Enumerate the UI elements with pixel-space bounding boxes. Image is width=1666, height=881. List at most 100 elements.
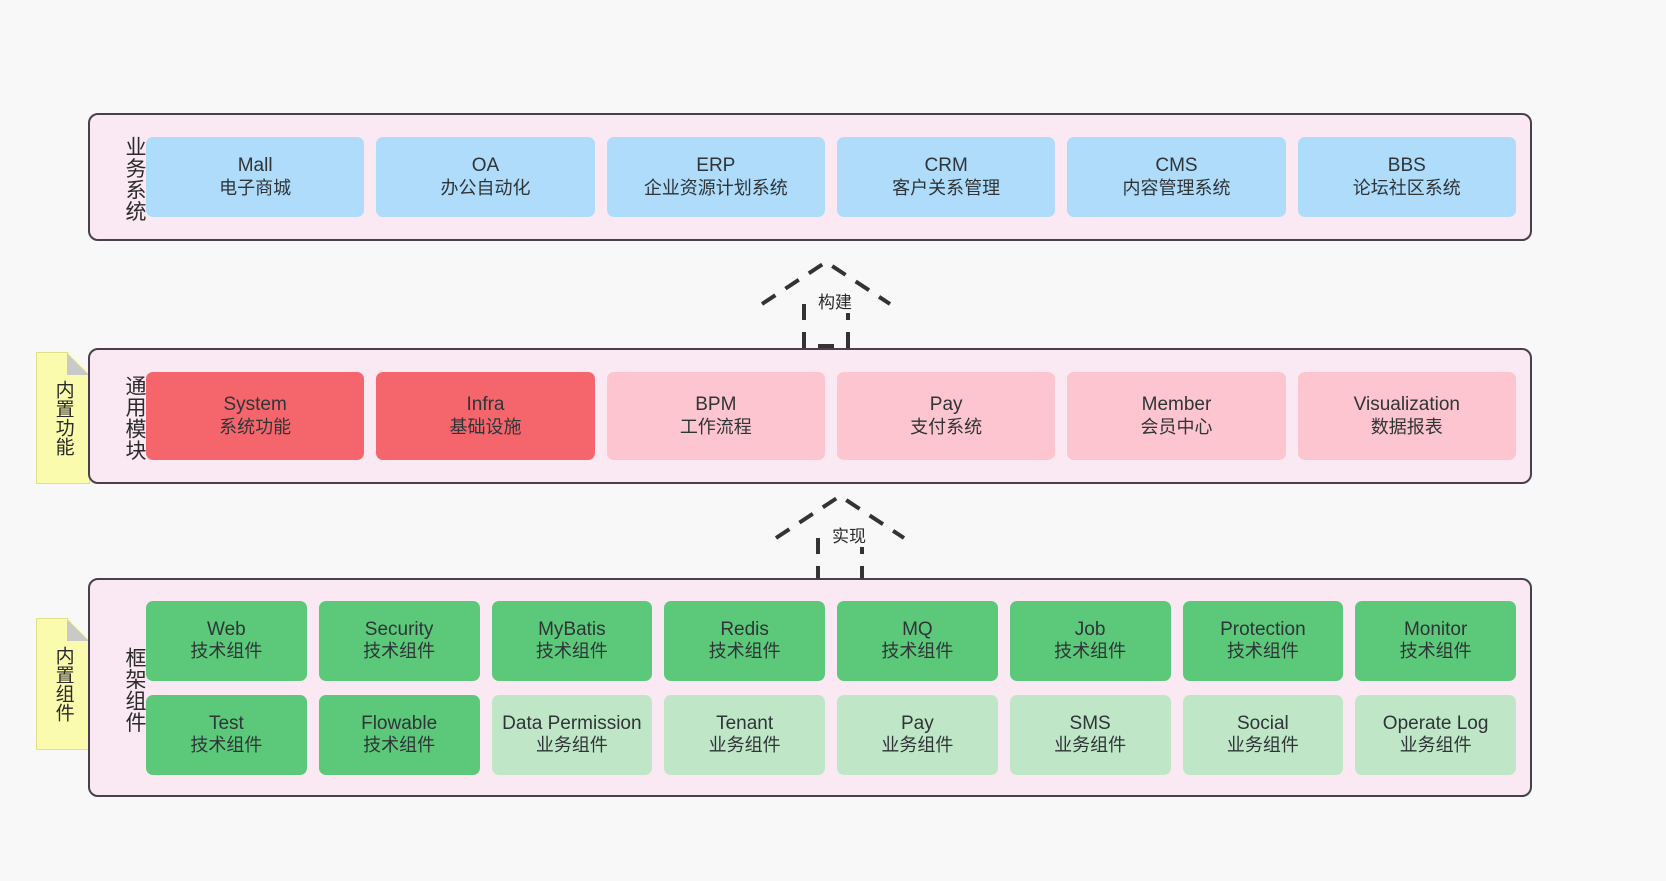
node-en-label: CRM bbox=[924, 155, 968, 177]
node-security[interactable]: Security 技术组件 bbox=[318, 600, 480, 681]
connector-implement: 实现 bbox=[772, 492, 952, 582]
node-tenant[interactable]: Tenant 业务组件 bbox=[664, 694, 825, 775]
node-cn-label: 支付系统 bbox=[910, 416, 983, 437]
node-cn-label: 办公自动化 bbox=[440, 177, 531, 198]
node-en-label: OA bbox=[471, 155, 500, 177]
layer-framework-component[interactable]: 框架组件 Web 技术组件 Security 技术组件 MyBatis 技术组件 bbox=[88, 578, 1532, 797]
node-en-label: SMS bbox=[1069, 712, 1111, 734]
node-cn-label: 技术组件 bbox=[708, 641, 781, 662]
node-social[interactable]: Social 业务组件 bbox=[1182, 694, 1344, 775]
connector-label-implement: 实现 bbox=[830, 522, 868, 547]
node-bbs[interactable]: BBS 论坛社区系统 bbox=[1297, 137, 1516, 217]
node-visualization[interactable]: Visualization 数据报表 bbox=[1297, 372, 1516, 460]
node-test[interactable]: Test 技术组件 bbox=[146, 694, 307, 775]
node-en-label: Security bbox=[364, 618, 434, 640]
note-label: 内置功能 bbox=[52, 380, 74, 456]
node-en-label: Protection bbox=[1220, 618, 1306, 640]
node-row: Mall 电子商城 OA 办公自动化 ERP 企业资源计划系统 CRM 客户关系… bbox=[146, 137, 1516, 217]
node-cn-label: 业务组件 bbox=[881, 735, 954, 756]
node-mq[interactable]: MQ 技术组件 bbox=[837, 600, 998, 681]
layer-title-common-module: 通用模块 bbox=[123, 375, 146, 461]
connector-build: 构建 bbox=[758, 258, 938, 348]
note-label: 内置组件 bbox=[52, 646, 74, 722]
node-cn-label: 技术组件 bbox=[881, 641, 954, 662]
layer-business-system[interactable]: 业务系统 Mall 电子商城 OA 办公自动化 ERP 企业资源计划系统 CRM… bbox=[88, 113, 1532, 241]
node-en-label: Operate Log bbox=[1382, 712, 1489, 734]
node-cn-label: 技术组件 bbox=[535, 641, 608, 662]
layer-common-module[interactable]: 通用模块 System 系统功能 Infra 基础设施 BPM 工作流程 Pay… bbox=[88, 348, 1532, 484]
layer-body-framework-component: Web 技术组件 Security 技术组件 MyBatis 技术组件 Redi… bbox=[146, 580, 1530, 795]
node-en-label: Test bbox=[208, 712, 244, 734]
node-pay-component[interactable]: Pay 业务组件 bbox=[837, 694, 998, 775]
node-mall[interactable]: Mall 电子商城 bbox=[146, 137, 365, 217]
node-cn-label: 业务组件 bbox=[708, 735, 781, 756]
layer-body-common-module: System 系统功能 Infra 基础设施 BPM 工作流程 Pay 支付系统… bbox=[146, 350, 1530, 482]
node-cn-label: 业务组件 bbox=[535, 735, 608, 756]
node-cms[interactable]: CMS 内容管理系统 bbox=[1067, 137, 1286, 217]
node-cn-label: 技术组件 bbox=[363, 641, 436, 662]
layer-title-framework-component: 框架组件 bbox=[123, 646, 146, 733]
node-en-label: Infra bbox=[466, 394, 505, 416]
build-shaft-icon bbox=[802, 304, 850, 348]
node-en-label: Pay bbox=[901, 712, 934, 734]
node-en-label: CMS bbox=[1155, 155, 1198, 177]
connector-label-build: 构建 bbox=[816, 288, 854, 313]
node-infra[interactable]: Infra 基础设施 bbox=[376, 372, 595, 460]
node-erp[interactable]: ERP 企业资源计划系统 bbox=[606, 137, 825, 217]
node-bpm[interactable]: BPM 工作流程 bbox=[606, 372, 825, 460]
node-en-label: MQ bbox=[902, 618, 933, 640]
layer-body-business-system: Mall 电子商城 OA 办公自动化 ERP 企业资源计划系统 CRM 客户关系… bbox=[146, 115, 1530, 239]
node-pay-module[interactable]: Pay 支付系统 bbox=[836, 372, 1056, 460]
node-protection[interactable]: Protection 技术组件 bbox=[1182, 600, 1344, 681]
node-en-label: Data Permission bbox=[502, 712, 642, 734]
node-row: Test 技术组件 Flowable 技术组件 Data Permission … bbox=[146, 694, 1516, 775]
node-en-label: Social bbox=[1237, 712, 1289, 734]
node-en-label: Tenant bbox=[716, 712, 774, 734]
node-en-label: Visualization bbox=[1353, 394, 1460, 416]
node-cn-label: 基础设施 bbox=[449, 416, 522, 437]
node-web[interactable]: Web 技术组件 bbox=[146, 600, 307, 681]
node-cn-label: 业务组件 bbox=[1399, 735, 1472, 756]
node-cn-label: 技术组件 bbox=[190, 641, 263, 662]
node-member[interactable]: Member 会员中心 bbox=[1067, 372, 1286, 460]
node-en-label: Redis bbox=[720, 618, 769, 640]
node-cn-label: 技术组件 bbox=[1399, 641, 1472, 662]
node-row: Web 技术组件 Security 技术组件 MyBatis 技术组件 Redi… bbox=[146, 600, 1516, 681]
node-cn-label: 业务组件 bbox=[1226, 735, 1299, 756]
node-mybatis[interactable]: MyBatis 技术组件 bbox=[491, 600, 653, 681]
node-cn-label: 论坛社区系统 bbox=[1352, 177, 1461, 198]
node-cn-label: 技术组件 bbox=[190, 735, 263, 756]
node-cn-label: 客户关系管理 bbox=[892, 177, 1001, 198]
node-cn-label: 工作流程 bbox=[679, 416, 752, 437]
node-cn-label: 会员中心 bbox=[1140, 416, 1213, 437]
node-en-label: ERP bbox=[696, 155, 736, 177]
node-cn-label: 电子商城 bbox=[219, 177, 292, 198]
note-builtin-component: 内置组件 bbox=[36, 618, 90, 750]
node-flowable[interactable]: Flowable 技术组件 bbox=[318, 694, 480, 775]
node-cn-label: 技术组件 bbox=[1054, 641, 1127, 662]
node-cn-label: 技术组件 bbox=[1226, 641, 1299, 662]
node-cn-label: 数据报表 bbox=[1370, 416, 1443, 437]
node-en-label: Flowable bbox=[361, 712, 438, 734]
node-redis[interactable]: Redis 技术组件 bbox=[664, 600, 825, 681]
node-en-label: Monitor bbox=[1403, 618, 1468, 640]
node-row: System 系统功能 Infra 基础设施 BPM 工作流程 Pay 支付系统… bbox=[146, 372, 1516, 460]
node-en-label: MyBatis bbox=[538, 618, 606, 640]
node-cn-label: 技术组件 bbox=[363, 735, 436, 756]
node-operate-log[interactable]: Operate Log 业务组件 bbox=[1355, 694, 1516, 775]
node-cn-label: 业务组件 bbox=[1054, 735, 1127, 756]
node-en-label: Job bbox=[1074, 618, 1106, 640]
build-arrowhead-icon bbox=[760, 259, 892, 306]
note-fold-icon bbox=[67, 353, 89, 375]
node-system[interactable]: System 系统功能 bbox=[146, 372, 365, 460]
node-en-label: Web bbox=[207, 618, 246, 640]
node-oa[interactable]: OA 办公自动化 bbox=[376, 137, 595, 217]
node-monitor[interactable]: Monitor 技术组件 bbox=[1355, 600, 1516, 681]
node-crm[interactable]: CRM 客户关系管理 bbox=[836, 137, 1056, 217]
node-data-permission[interactable]: Data Permission 业务组件 bbox=[491, 694, 653, 775]
node-en-label: Mall bbox=[237, 155, 273, 177]
node-en-label: BPM bbox=[695, 394, 737, 416]
node-job[interactable]: Job 技术组件 bbox=[1009, 600, 1171, 681]
node-sms[interactable]: SMS 业务组件 bbox=[1009, 694, 1171, 775]
